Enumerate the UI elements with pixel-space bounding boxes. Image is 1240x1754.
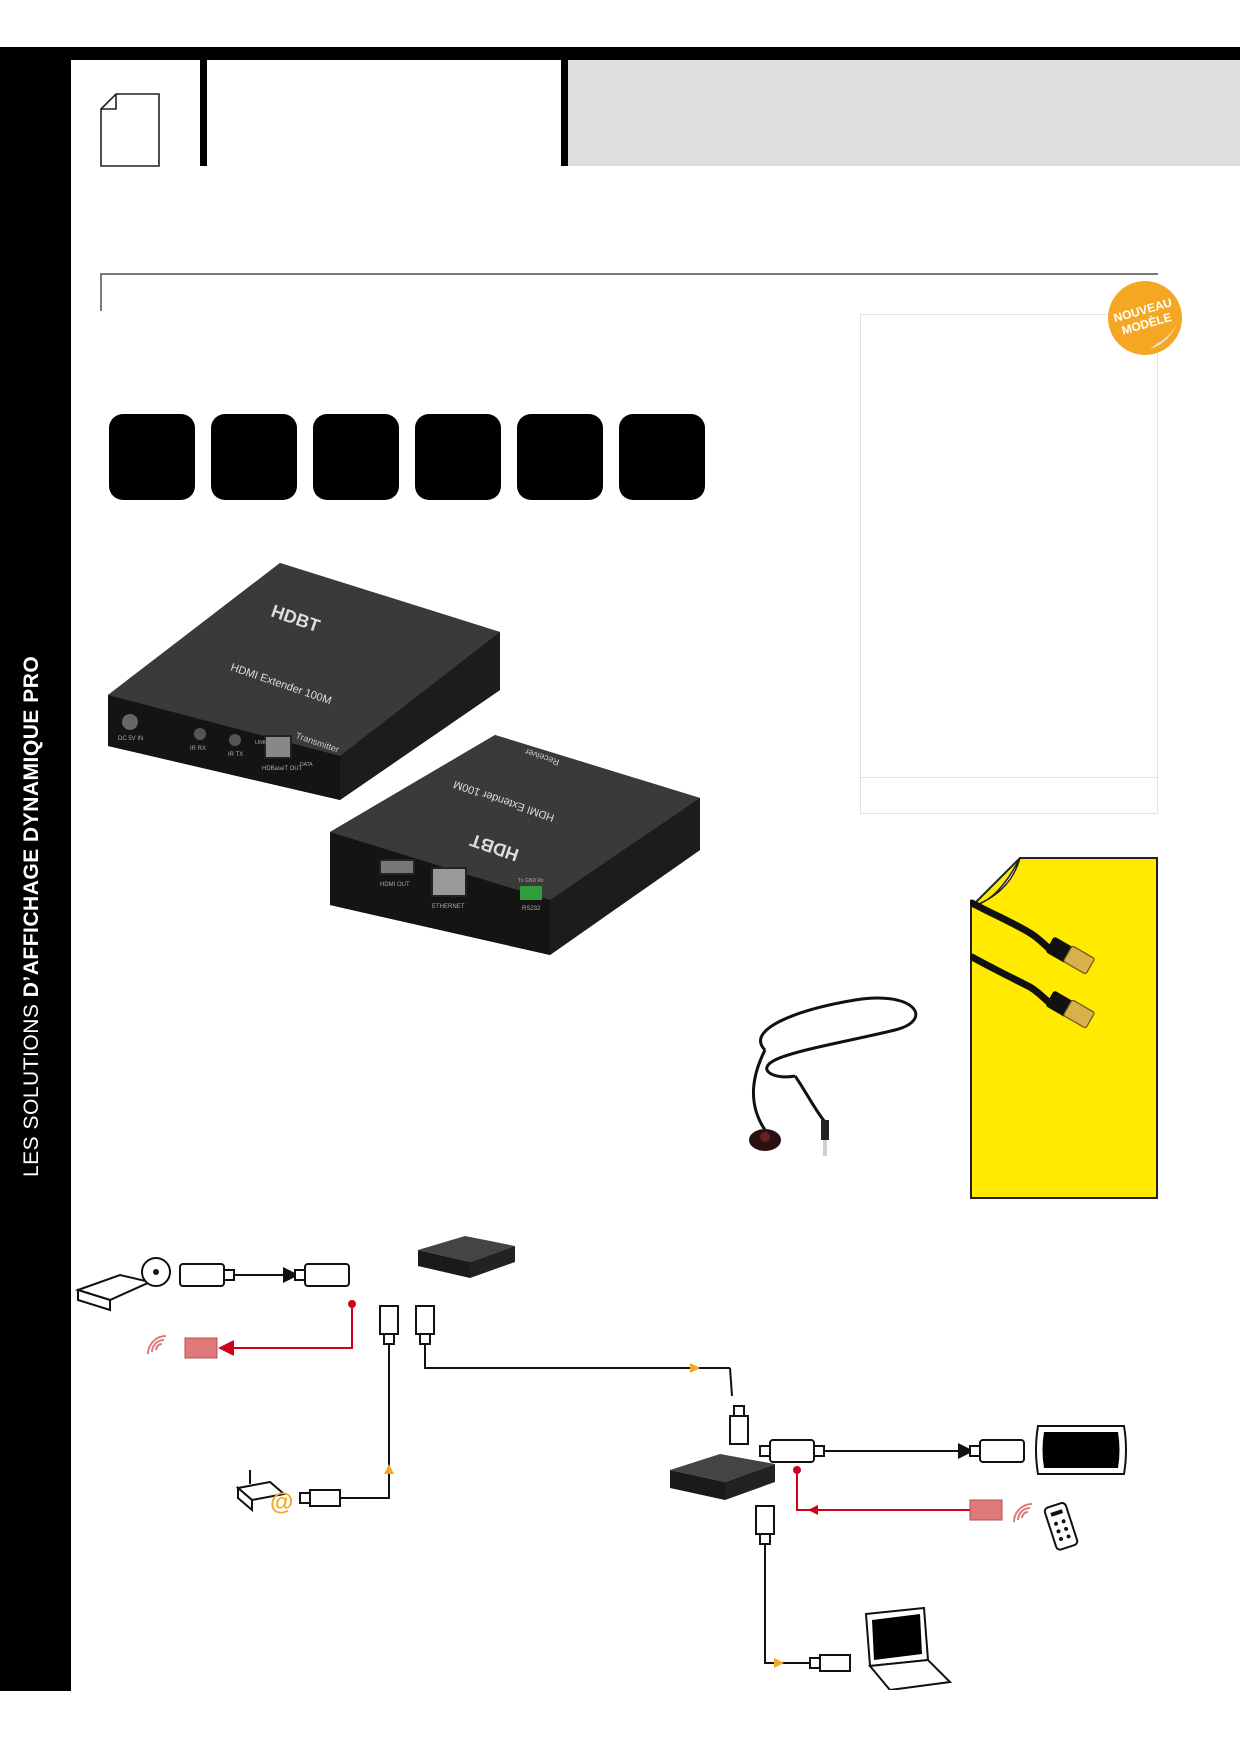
receiver-port-rs232: RS232: [522, 906, 541, 912]
rj45-plug-icon: [809, 1654, 851, 1672]
rj45-plug-icon: [379, 1305, 399, 1345]
feature-tile: [517, 414, 603, 500]
transmitter-port-hdbaset: HDBaseT OUT: [262, 766, 303, 772]
spec-divider: [861, 777, 1157, 778]
section-rule-tick: [100, 273, 102, 311]
receiver-port-ethernet: ETHERNET: [432, 904, 465, 910]
side-strip: LES SOLUTIONS D’AFFICHAGE DYNAMIQUE PRO: [0, 47, 71, 1691]
transmitter-led-link: LINK: [255, 740, 267, 746]
section-rule: [100, 273, 1158, 275]
rj45-plug-icon: [415, 1305, 435, 1345]
feature-tile: [109, 414, 195, 500]
internet-at-icon: @: [270, 1489, 293, 1516]
media-player-icon: [74, 1257, 171, 1312]
transmitter-port-dc: DC 5V IN: [118, 736, 143, 742]
hdmi-plug-icon: [759, 1439, 825, 1463]
ethernet-cable-image: [970, 899, 1095, 1029]
transmitter-led-data: DATA: [300, 762, 313, 768]
ir-signal-icon: [147, 1335, 167, 1355]
feature-tile: [211, 414, 297, 500]
document-icon: [100, 93, 160, 167]
rj45-plug-icon: [755, 1505, 775, 1545]
extender-product-image: HDBT HDMI Extender 100M Transmitter DC 5…: [108, 563, 700, 955]
transmitter-small-icon: [418, 1236, 515, 1278]
transmitter-device: HDBT HDMI Extender 100M Transmitter DC 5…: [108, 563, 500, 800]
hdmi-plug-icon: [294, 1263, 350, 1287]
ir-signal-icon: [1013, 1503, 1033, 1523]
included-cable-box: [970, 857, 1158, 1199]
remote-control-icon: [1043, 1502, 1079, 1551]
display-icon: [1035, 1425, 1127, 1475]
router-icon: [235, 1470, 287, 1513]
spec-panel: [860, 314, 1158, 814]
hdmi-plug-icon: [179, 1263, 235, 1287]
receiver-port-serial-pins: Tx GND Rx: [518, 878, 544, 884]
receiver-device: HDBT HDMI Extender 100M Receiver HDMI OU…: [330, 735, 700, 955]
receiver-small-icon: [670, 1454, 775, 1500]
header-separator: [561, 60, 568, 166]
top-black-band: [0, 47, 1240, 60]
transmitter-port-irrx: IR RX: [190, 746, 206, 752]
rj45-plug-icon: [299, 1489, 341, 1507]
rj45-plug-icon: [729, 1405, 749, 1445]
transmitter-port-irtx: IR TX: [228, 752, 243, 758]
feature-tile: [415, 414, 501, 500]
new-model-badge: NOUVEAU MODÈLE: [1108, 281, 1182, 355]
receiver-port-hdmi: HDMI OUT: [380, 882, 410, 888]
side-label: LES SOLUTIONS D’AFFICHAGE DYNAMIQUE PRO: [20, 655, 43, 1177]
connection-diagram: @: [74, 1236, 1127, 1690]
feature-tile: [313, 414, 399, 500]
ir-cable-image: [749, 996, 918, 1156]
laptop-icon: [864, 1606, 953, 1690]
feature-tile: [619, 414, 705, 500]
hdmi-plug-icon: [969, 1439, 1025, 1463]
header-grey-panel: [568, 60, 1240, 166]
header-separator: [200, 60, 207, 166]
